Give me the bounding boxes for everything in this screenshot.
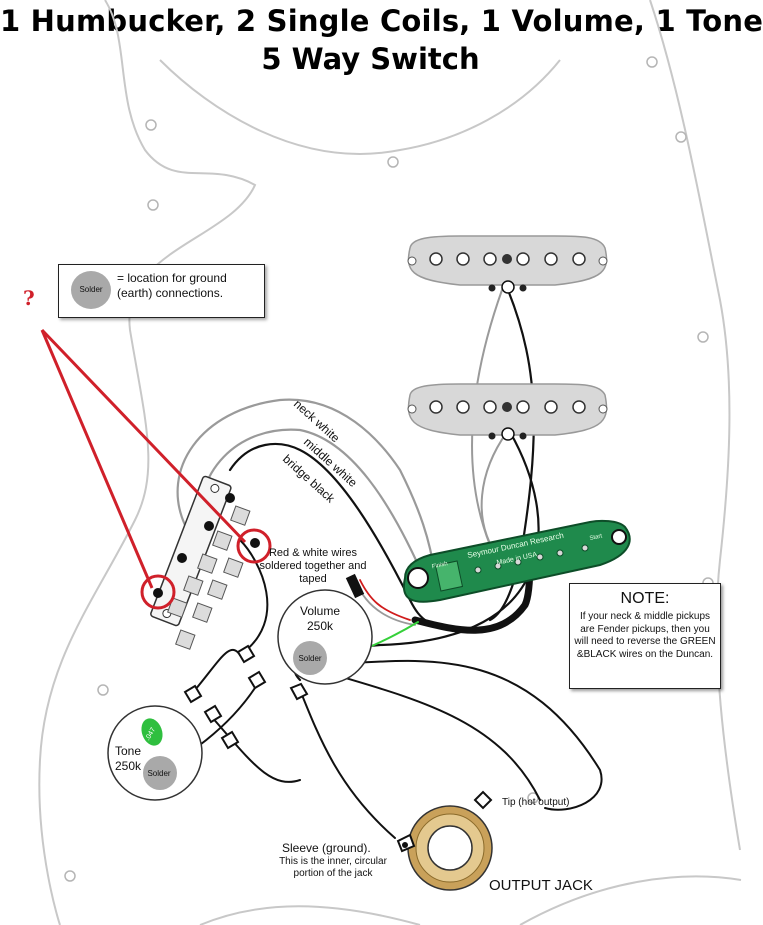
note-heading: NOTE: [620,590,670,607]
tone-label: Tone [115,744,141,758]
tone-pot [107,684,240,801]
humbucker-finish-text: Finish [431,561,448,570]
ground-solder-swatch: Solder [71,271,111,309]
output-jack-label: OUTPUT JACK [489,877,593,894]
diagram-title-line2: 5 Way Switch [261,42,480,76]
middle-pickup [407,383,608,441]
diagram-title-line1: 1 Humbucker, 2 Single Coils, 1 Volume, 1… [0,4,763,38]
volume-solder-label: Solder [298,654,321,663]
tone-value: 250k [115,759,142,773]
jack-sleeve-title: Sleeve (ground). [282,841,371,855]
legend-text: = location for ground (earth) connection… [117,271,227,300]
red-annotation [40,328,272,610]
volume-value: 250k [307,619,334,633]
heat-shrink-tube [345,573,365,599]
five-way-switch [150,475,260,650]
solder-note: Red & white wires soldered together and … [259,547,367,585]
legend-box: Solder = location for ground (earth) con… [58,264,265,318]
output-jack [396,790,493,891]
note-body: If your neck & middle pickups are Fender… [574,611,716,660]
question-mark: ? [23,286,35,310]
humbucker-start-text: Start [589,533,603,542]
note-box: NOTE: If your neck & middle pickups are … [569,583,721,689]
wiring-diagram: Seymour Duncan Research Made in USA Fini… [38,0,742,925]
tone-solder-label: Solder [147,769,170,778]
volume-label: Volume [300,604,340,618]
jack-tip-label: Tip (hot output) [502,797,570,808]
jack-sleeve-desc: This is the inner, circular portion of t… [279,856,387,879]
neck-pickup [407,235,608,294]
pickguard-outline [38,0,742,925]
volume-pot [236,589,373,701]
